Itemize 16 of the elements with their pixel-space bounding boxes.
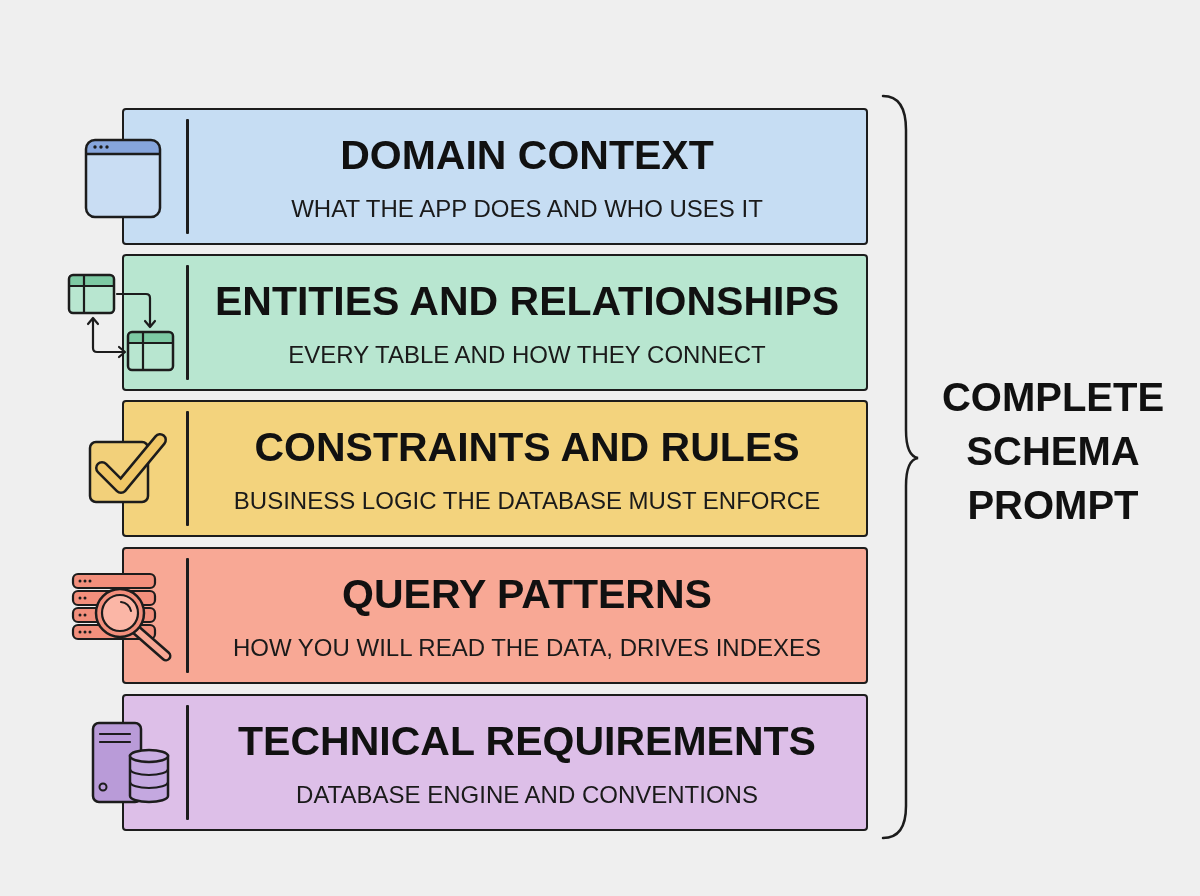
layer-heading: TECHNICAL REQUIREMENTS: [238, 717, 816, 766]
summary-label: COMPLETE SCHEMA PROMPT: [940, 374, 1166, 529]
layer-band: [122, 694, 868, 831]
layer-heading: ENTITIES AND RELATIONSHIPS: [214, 277, 840, 326]
layer-description: EVERY TABLE AND HOW THEY CONNECT: [288, 340, 766, 370]
layer-description: HOW YOU WILL READ THE DATA, DRIVES INDEXES: [232, 633, 822, 663]
layer-band: [122, 108, 868, 245]
layer-band: [122, 254, 868, 391]
layer-heading: QUERY PATTERNS: [342, 570, 712, 619]
layer-heading: CONSTRAINTS AND RULES: [254, 423, 800, 472]
layer-heading: DOMAIN CONTEXT: [340, 131, 714, 180]
layer-description: BUSINESS LOGIC THE DATABASE MUST ENFORCE: [233, 486, 821, 516]
layer-description: DATABASE ENGINE AND CONVENTIONS: [296, 780, 758, 810]
layer-band: [122, 400, 868, 537]
layer-description: WHAT THE APP DOES AND WHO USES IT: [291, 194, 763, 224]
layer-band: [122, 547, 868, 684]
